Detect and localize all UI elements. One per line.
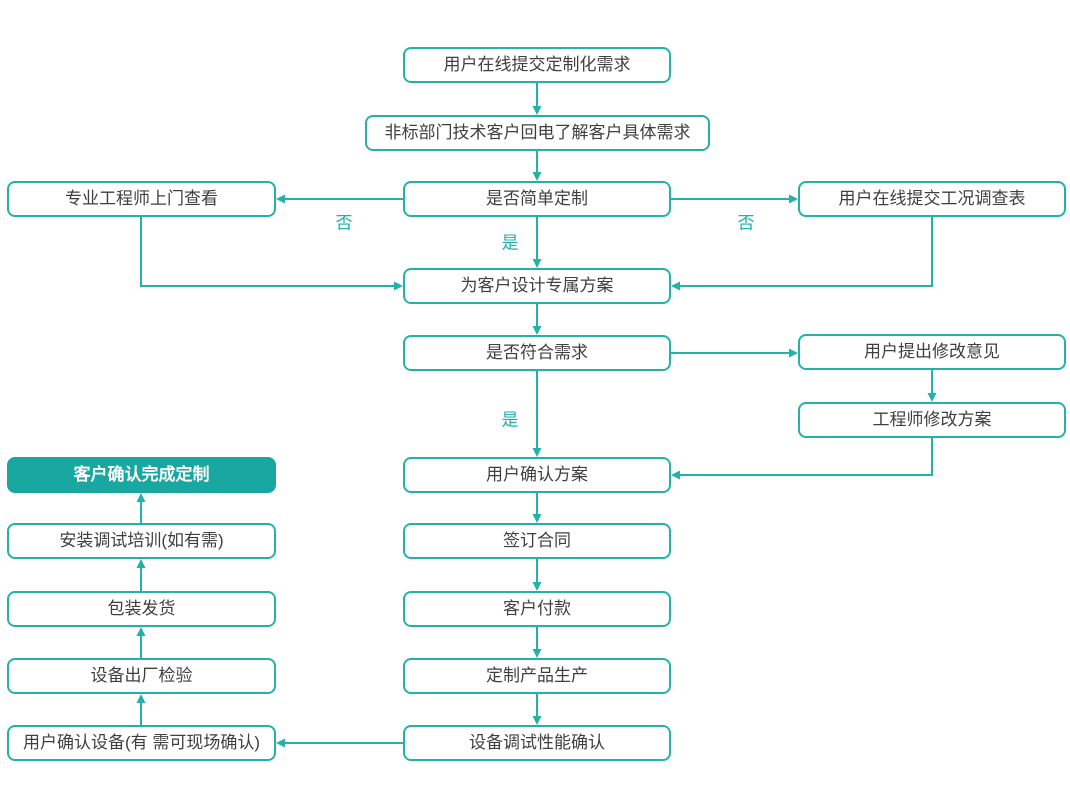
flow-edge-design-plan-to-meets-needs — [532, 304, 542, 335]
flow-node-design-plan: 为客户设计专属方案 — [403, 268, 671, 304]
arrowhead-icon — [532, 716, 542, 725]
flow-edge-user-confirm-device-to-factory-inspection — [136, 694, 146, 725]
flow-node-complete: 客户确认完成定制 — [7, 457, 276, 493]
flow-node-survey-form: 用户在线提交工况调查表 — [798, 181, 1066, 217]
flow-edge-engineer-visit-to-design-plan — [140, 217, 403, 291]
flow-edge-simple-custom-to-engineer-visit — [276, 194, 403, 204]
flow-edge-online-request-to-callback — [532, 83, 542, 115]
flow-node-callback: 非标部门技术客户回电了解客户具体需求 — [365, 115, 710, 151]
flow-edge-debug-confirm-to-user-confirm-device — [276, 738, 403, 748]
flow-edge-install-training-to-complete — [136, 493, 146, 523]
flow-node-simple-custom: 是否简单定制 — [403, 181, 671, 217]
arrowhead-icon — [671, 281, 680, 291]
branch-label-yes-mid: 是 — [501, 410, 519, 430]
arrowhead-icon — [532, 649, 542, 658]
arrowhead-icon — [532, 514, 542, 523]
flow-node-meets-needs: 是否符合需求 — [403, 335, 671, 371]
flow-node-sign-contract: 签订合同 — [403, 523, 671, 559]
arrowhead-icon — [394, 281, 403, 291]
flow-edge-simple-custom-to-design-plan — [532, 217, 542, 268]
flow-edge-confirm-plan-to-sign-contract — [532, 493, 542, 523]
branch-label-yes-top: 是 — [501, 233, 519, 253]
flow-node-engineer-visit: 专业工程师上门查看 — [7, 181, 276, 217]
flow-node-feedback: 用户提出修改意见 — [798, 334, 1066, 370]
flow-edge-production-to-debug-confirm — [532, 694, 542, 725]
flow-node-factory-inspection: 设备出厂检验 — [7, 658, 276, 694]
arrowhead-icon — [532, 582, 542, 591]
arrowhead-icon — [532, 326, 542, 335]
flow-edge-engineer-revise-to-confirm-plan — [671, 438, 933, 480]
arrowhead-icon — [136, 559, 146, 568]
flow-node-shipping: 包装发货 — [7, 591, 276, 627]
flow-node-debug-confirm: 设备调试性能确认 — [403, 725, 671, 761]
branch-label-no-right: 否 — [737, 213, 755, 233]
arrowhead-icon — [532, 172, 542, 181]
flow-edge-feedback-to-engineer-revise — [927, 370, 937, 402]
flow-edge-shipping-to-install-training — [136, 559, 146, 591]
flow-edge-meets-needs-to-feedback — [671, 348, 798, 358]
flow-node-engineer-revise: 工程师修改方案 — [798, 402, 1066, 438]
flow-node-confirm-plan: 用户确认方案 — [403, 457, 671, 493]
flow-edge-simple-custom-to-survey-form — [671, 194, 798, 204]
flow-node-install-training: 安装调试培训(如有需) — [7, 523, 276, 559]
arrowhead-icon — [136, 694, 146, 703]
arrowhead-icon — [789, 348, 798, 358]
arrowhead-icon — [276, 194, 285, 204]
arrowhead-icon — [789, 194, 798, 204]
arrowhead-icon — [671, 470, 680, 480]
flow-edge-survey-form-to-design-plan — [671, 217, 933, 291]
flow-node-online-request: 用户在线提交定制化需求 — [403, 47, 671, 83]
flow-node-user-confirm-device: 用户确认设备(有 需可现场确认) — [7, 725, 276, 761]
arrowhead-icon — [532, 448, 542, 457]
flow-node-payment: 客户付款 — [403, 591, 671, 627]
arrowhead-icon — [136, 627, 146, 636]
branch-label-no-left: 否 — [335, 213, 353, 233]
flow-edge-sign-contract-to-payment — [532, 559, 542, 591]
flow-edge-factory-inspection-to-shipping — [136, 627, 146, 658]
flow-edge-callback-to-simple-custom — [532, 151, 542, 181]
arrowhead-icon — [927, 393, 937, 402]
flow-node-production: 定制产品生产 — [403, 658, 671, 694]
arrowhead-icon — [276, 738, 285, 748]
flow-edge-payment-to-production — [532, 627, 542, 658]
arrowhead-icon — [532, 259, 542, 268]
arrowhead-icon — [136, 493, 146, 502]
arrowhead-icon — [532, 106, 542, 115]
flow-edge-meets-needs-to-confirm-plan — [532, 371, 542, 457]
